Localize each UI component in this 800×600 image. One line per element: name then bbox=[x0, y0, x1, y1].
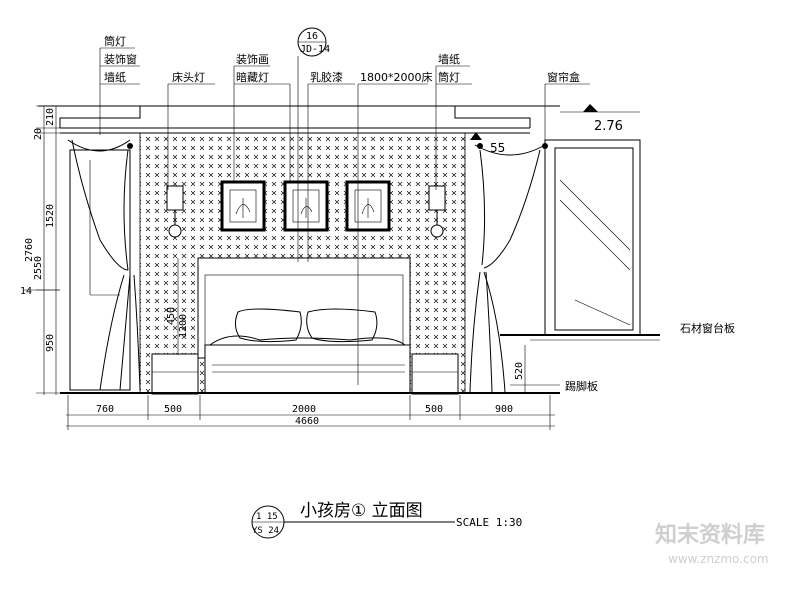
horizontal-dimensions bbox=[66, 395, 555, 430]
dim-4660: 4660 bbox=[295, 416, 319, 427]
ref-number: 16 bbox=[306, 31, 318, 42]
dim-2000: 2000 bbox=[292, 404, 316, 415]
label-decor-painting: 装饰画 bbox=[236, 52, 269, 66]
headboard-panel bbox=[197, 257, 411, 359]
drawing-scale: SCALE 1:30 bbox=[456, 516, 522, 529]
vertical-dimensions bbox=[24, 105, 60, 395]
curtain-marker-icon bbox=[470, 132, 482, 140]
dim-2760: 2760 bbox=[24, 238, 35, 262]
dim-450: 450 bbox=[166, 307, 177, 325]
dim-950: 950 bbox=[45, 334, 56, 352]
label-bedside-lamp: 床头灯 bbox=[172, 70, 205, 84]
dim-520: 520 bbox=[514, 362, 525, 380]
title-badge bbox=[251, 505, 455, 539]
dim-1200: 1200 bbox=[178, 314, 189, 338]
dim-20: 20 bbox=[33, 128, 44, 140]
label-stone-sill: 石材窗台板 bbox=[680, 321, 735, 335]
dim-500-right: 500 bbox=[425, 404, 443, 415]
label-hidden-light: 暗藏灯 bbox=[236, 70, 269, 84]
dim-760: 760 bbox=[96, 404, 114, 415]
label-skirting: 踢脚板 bbox=[565, 379, 598, 393]
dim-2550: 2550 bbox=[33, 256, 44, 280]
dim-500-left: 500 bbox=[164, 404, 182, 415]
nightstand-right bbox=[411, 353, 459, 395]
ref-code: JD-14 bbox=[300, 44, 330, 55]
left-curtain bbox=[67, 139, 141, 391]
title-badge-top: 1 15 bbox=[256, 512, 278, 522]
label-55: 55 bbox=[490, 141, 505, 155]
leader-lines bbox=[99, 47, 660, 386]
left-window bbox=[69, 149, 131, 391]
dim-210: 210 bbox=[45, 108, 56, 126]
drawing-title: 小孩房① 立面图 bbox=[300, 501, 423, 521]
label-wallpaper-left: 墙纸 bbox=[104, 70, 126, 84]
label-wallpaper-right: 墙纸 bbox=[438, 52, 460, 66]
label-downlight-left: 筒灯 bbox=[104, 34, 126, 48]
bed bbox=[204, 308, 411, 394]
label-downlight-right: 筒灯 bbox=[438, 70, 460, 84]
right-curtain bbox=[469, 143, 548, 393]
nightstand-left bbox=[151, 353, 199, 395]
label-curtain-box: 窗帘盒 bbox=[547, 70, 580, 84]
label-14: 14 bbox=[20, 286, 32, 297]
decor-frames bbox=[220, 180, 391, 232]
dim-900: 900 bbox=[495, 404, 513, 415]
watermark-url: www.znzmo.com bbox=[668, 552, 769, 566]
wall-lamp-left bbox=[166, 185, 184, 238]
ceiling bbox=[38, 105, 560, 134]
title-badge-bottom: YS 24 bbox=[252, 526, 279, 536]
dim-1520: 1520 bbox=[45, 204, 56, 228]
label-latex-paint: 乳胶漆 bbox=[310, 70, 343, 84]
label-decor-window: 装饰窗 bbox=[104, 52, 137, 66]
wall-lamp-right bbox=[428, 185, 446, 238]
right-window bbox=[500, 139, 660, 341]
level-marker-icon bbox=[583, 104, 598, 112]
watermark-brand: 知末资料库 bbox=[655, 522, 765, 548]
reference-bubble bbox=[297, 27, 327, 57]
label-bed-size: 1800*2000床 bbox=[360, 70, 433, 84]
level-value: 2.76 bbox=[594, 119, 623, 134]
